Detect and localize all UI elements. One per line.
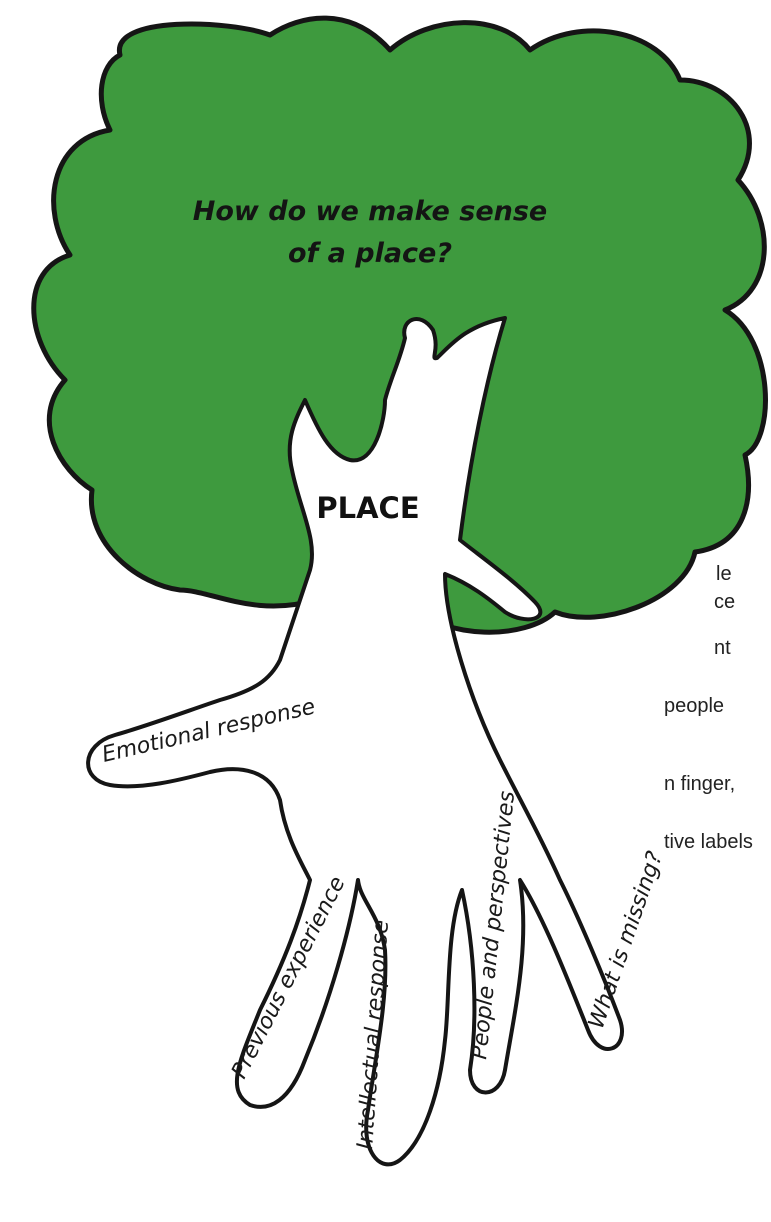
question-line-2: of a place?: [288, 238, 452, 269]
trunk-label: PLACE: [316, 491, 419, 525]
finger-label-little: What is missing?: [584, 848, 668, 1032]
question-line-1: How do we make sense: [193, 196, 547, 227]
